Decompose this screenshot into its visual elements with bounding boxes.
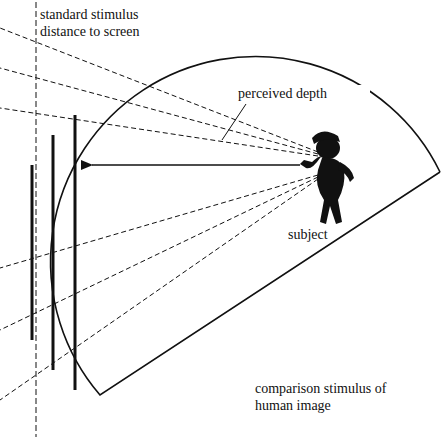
stimulus-bar xyxy=(52,135,55,370)
standard-line xyxy=(36,2,37,437)
stimulus-bar xyxy=(74,115,77,390)
leader-line xyxy=(222,104,246,140)
sight-lines xyxy=(0,28,318,400)
label-text: perceived depth xyxy=(236,85,370,102)
label-text: comparison stimulus of human image xyxy=(255,380,405,414)
sector-outline xyxy=(51,56,440,395)
depth-arrow xyxy=(92,164,300,166)
label-text: subject xyxy=(288,226,368,243)
stimulus-bar xyxy=(31,165,34,340)
subject-figure xyxy=(300,131,354,224)
label-text: standard stimulus distance to screen xyxy=(40,6,170,40)
